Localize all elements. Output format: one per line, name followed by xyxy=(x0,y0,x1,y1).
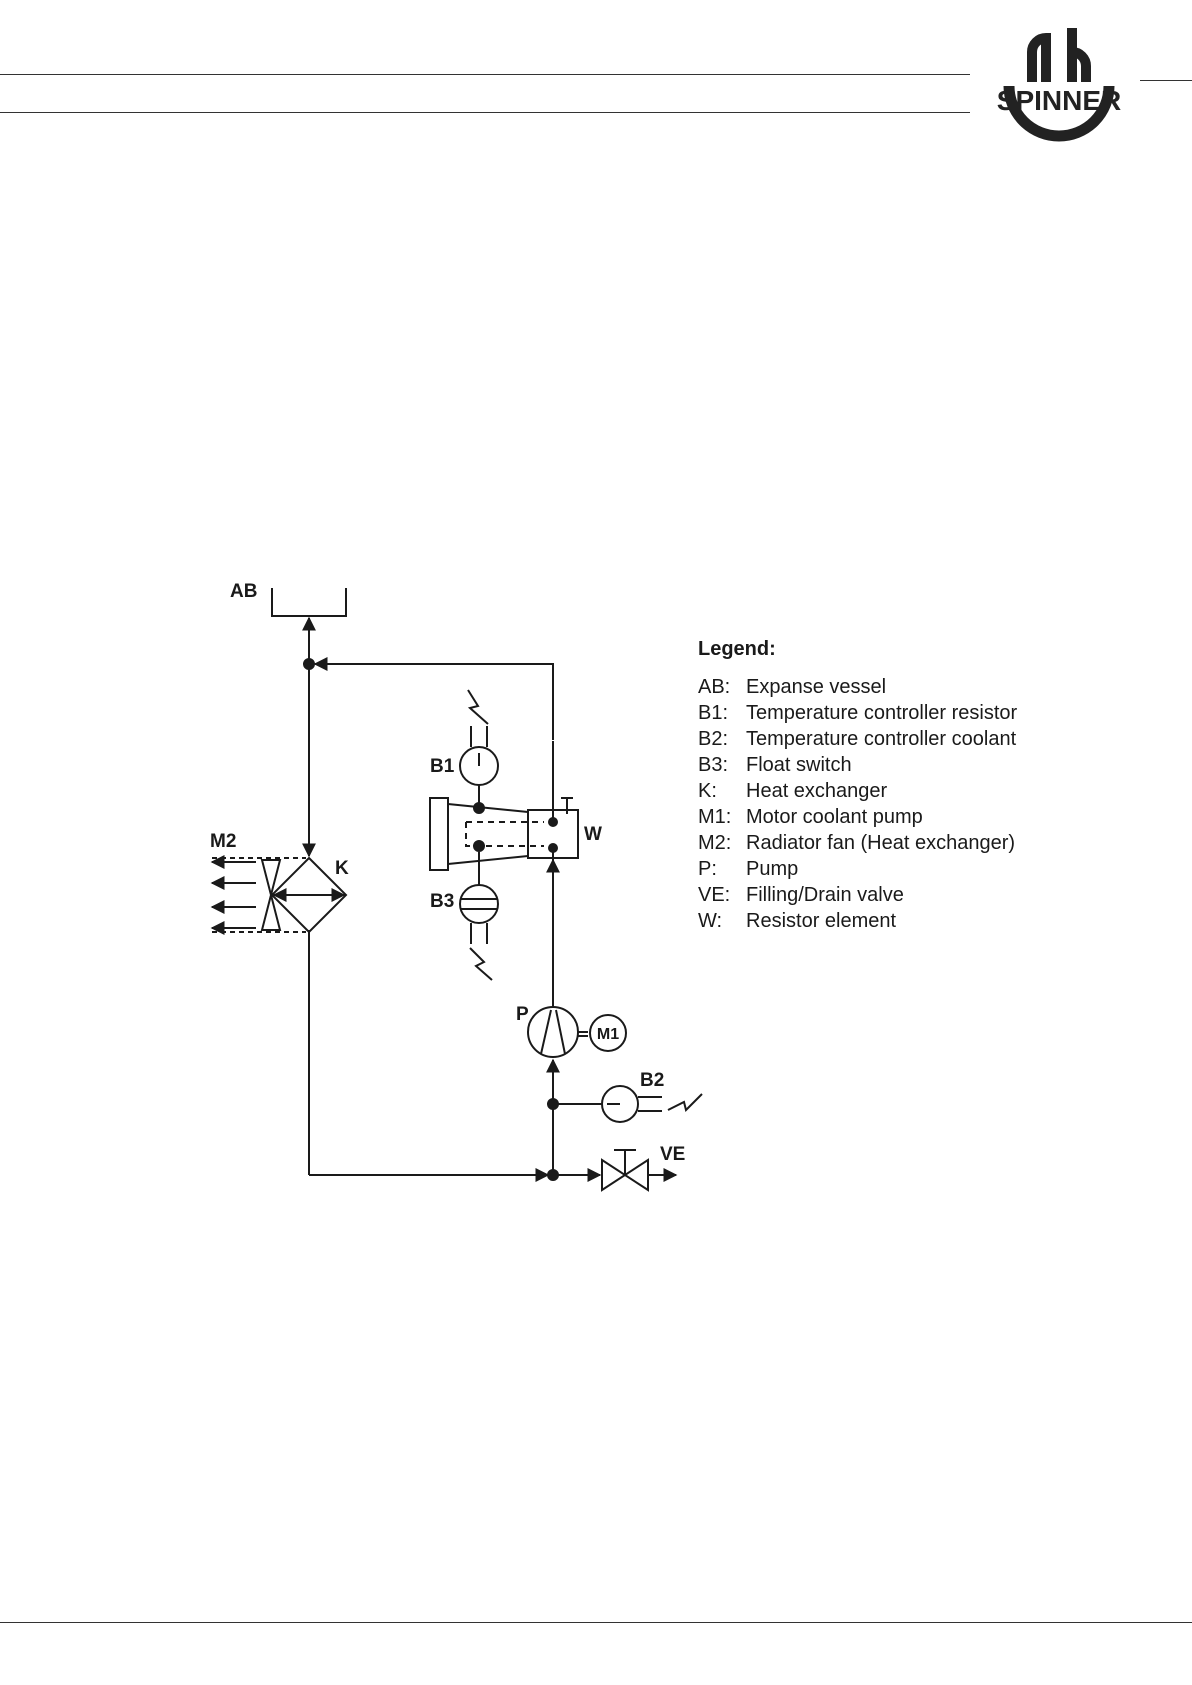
legend-key: B2: xyxy=(698,726,746,752)
legend-item: AB: Expanse vessel xyxy=(698,674,1017,700)
b1-lightning-icon xyxy=(468,690,488,724)
label-m2: M2 xyxy=(210,831,236,852)
b3-lines xyxy=(461,899,497,909)
valve-stem xyxy=(614,1150,636,1175)
legend-key: M1: xyxy=(698,804,746,830)
label-p: P xyxy=(516,1004,529,1025)
legend-value: Motor coolant pump xyxy=(746,804,923,830)
pump xyxy=(528,1007,578,1057)
b2-lightning-icon xyxy=(668,1094,702,1110)
label-w: W xyxy=(584,824,602,845)
legend-item: P: Pump xyxy=(698,856,1017,882)
label-b3: B3 xyxy=(430,891,454,912)
legend-key: M2: xyxy=(698,830,746,856)
legend-key: B3: xyxy=(698,752,746,778)
legend-item: W: Resistor element xyxy=(698,908,1017,934)
legend-value: Heat exchanger xyxy=(746,778,887,804)
pump-blade xyxy=(541,1010,565,1054)
junction-bottom xyxy=(548,1170,558,1180)
resistor-tee xyxy=(561,798,573,814)
legend-key: B1: xyxy=(698,700,746,726)
resistor-dot-bottom xyxy=(549,844,557,852)
resistor-flange xyxy=(430,798,448,870)
legend-value: Radiator fan (Heat exchanger) xyxy=(746,830,1015,856)
b3-lightning-icon xyxy=(470,948,492,980)
junction-top xyxy=(304,659,314,669)
label-m1: M1 xyxy=(597,1026,619,1043)
b3-signal xyxy=(471,923,487,944)
legend-key: VE: xyxy=(698,882,746,908)
legend-item: M2: Radiator fan (Heat exchanger) xyxy=(698,830,1017,856)
legend-item: VE: Filling/Drain valve xyxy=(698,882,1017,908)
legend-value: Pump xyxy=(746,856,798,882)
resistor-taper xyxy=(448,804,528,864)
legend-value: Float switch xyxy=(746,752,852,778)
resistor-dot-top xyxy=(549,818,557,826)
legend-value: Filling/Drain valve xyxy=(746,882,904,908)
legend-key: W: xyxy=(698,908,746,934)
expansion-vessel xyxy=(272,588,346,616)
label-k: K xyxy=(335,858,349,879)
line-top-right xyxy=(315,664,553,740)
legend-key: P: xyxy=(698,856,746,882)
label-b2: B2 xyxy=(640,1070,664,1091)
legend-item: K: Heat exchanger xyxy=(698,778,1017,804)
legend-item: B2: Temperature controller coolant xyxy=(698,726,1017,752)
legend-value: Temperature controller resistor xyxy=(746,700,1017,726)
legend-key: K: xyxy=(698,778,746,804)
label-b1: B1 xyxy=(430,756,455,777)
b3-float xyxy=(460,885,498,923)
legend-value: Expanse vessel xyxy=(746,674,886,700)
legend-value: Temperature controller coolant xyxy=(746,726,1016,752)
legend-value: Resistor element xyxy=(746,908,896,934)
legend-item: B3: Float switch xyxy=(698,752,1017,778)
label-ab: AB xyxy=(230,581,257,602)
legend-item: M1: Motor coolant pump xyxy=(698,804,1017,830)
b1-signal xyxy=(471,726,487,747)
legend-item: B1: Temperature controller resistor xyxy=(698,700,1017,726)
label-ve: VE xyxy=(660,1144,685,1165)
legend-title: Legend: xyxy=(698,636,1017,662)
legend-key: AB: xyxy=(698,674,746,700)
b3-tap xyxy=(474,841,484,851)
legend: Legend: AB: Expanse vessel B1: Temperatu… xyxy=(698,636,1017,934)
b2-signal xyxy=(638,1097,662,1111)
